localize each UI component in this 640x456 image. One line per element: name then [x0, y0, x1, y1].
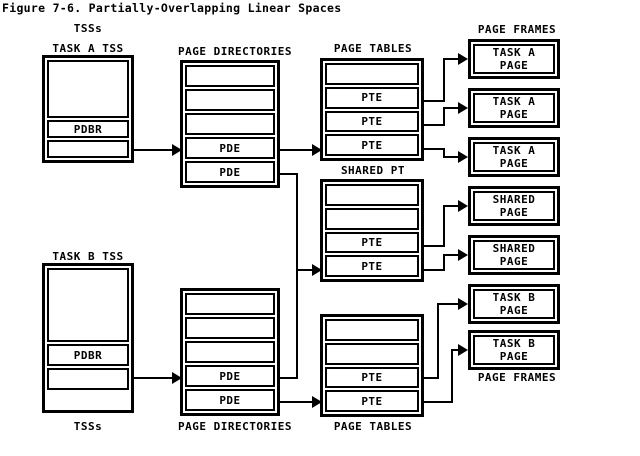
- ptb-cell-pte: PTE: [325, 366, 419, 389]
- shared-page-table-box: PTE PTE: [320, 179, 424, 282]
- pt-cell-pte: PTE: [325, 134, 419, 156]
- page-directory-a-box: PDE PDE: [180, 60, 280, 188]
- page-frame-task-a-3: TASK A PAGE: [468, 137, 560, 177]
- label-page-frames-bottom: PAGE FRAMES: [477, 371, 557, 384]
- wire-pde-a2-to-shared-pt: [280, 173, 322, 276]
- pd-cell-empty: [185, 65, 275, 87]
- pt-cell-empty: [325, 63, 419, 85]
- frame-line-1: TASK B: [492, 291, 536, 304]
- label-tss-bottom: TSSs: [73, 420, 103, 433]
- frame-line-1: TASK B: [492, 337, 536, 350]
- label-page-frames-top: PAGE FRAMES: [477, 23, 557, 36]
- tss-cell-empty: [47, 368, 129, 390]
- frame-line-2: PAGE: [499, 304, 529, 317]
- pd-cell-pde: PDE: [185, 389, 275, 411]
- frame-line-1: TASK A: [492, 95, 536, 108]
- wire-pte-a1-to-frame-1: [424, 53, 468, 102]
- spt-cell-empty: [325, 207, 419, 230]
- pd-cell-empty: [185, 317, 275, 339]
- tss-cell-empty: [47, 60, 129, 119]
- label-task-a-tss: TASK A TSS: [52, 42, 124, 55]
- wire-pde-b1-to-shared-pt: [280, 270, 298, 379]
- frame-line-2: PAGE: [499, 157, 529, 170]
- label-page-directories-bottom: PAGE DIRECTORIES: [178, 420, 292, 433]
- frame-line-1: SHARED: [492, 193, 536, 206]
- pd-cell-pde: PDE: [185, 365, 275, 387]
- label-page-tables-top: PAGE TABLES: [333, 42, 413, 55]
- wire-pdbr-a-to-pd-a: [134, 144, 182, 156]
- tss-cell-empty: [47, 140, 129, 158]
- spt-cell-pte: PTE: [325, 231, 419, 254]
- spt-cell-empty: [325, 184, 419, 206]
- tss-cell-pdbr: PDBR: [47, 120, 129, 139]
- wire-pteb-1-to-frame-task-b-1: [424, 298, 468, 379]
- wire-pte-a3-to-frame-3: [424, 148, 468, 163]
- label-tss-top: TSSs: [73, 22, 103, 35]
- task-a-tss-box: PDBR: [42, 55, 134, 163]
- pd-cell-empty: [185, 113, 275, 135]
- ptb-cell-pte: PTE: [325, 390, 419, 412]
- page-frame-shared-1: SHARED PAGE: [468, 186, 560, 226]
- pd-cell-pde: PDE: [185, 137, 275, 159]
- page-frame-task-b-2: TASK B PAGE: [468, 330, 560, 370]
- wire-pdbr-b-to-pd-b: [134, 372, 182, 384]
- ptb-cell-empty: [325, 319, 419, 341]
- frame-line-2: PAGE: [499, 59, 529, 72]
- label-shared-pt: SHARED PT: [340, 164, 406, 177]
- label-task-b-tss: TASK B TSS: [52, 250, 124, 263]
- tss-cell-pdbr: PDBR: [47, 344, 129, 366]
- page-frame-task-b-1: TASK B PAGE: [468, 284, 560, 324]
- wire-pde-b2-to-pt-b: [280, 396, 322, 408]
- figure-title: Figure 7-6. Partially-Overlapping Linear…: [2, 1, 342, 15]
- wire-spte-1-to-shared-frame-1: [424, 200, 468, 247]
- page-frame-task-a-1: TASK A PAGE: [468, 39, 560, 79]
- wire-pte-a2-to-frame-2: [424, 102, 468, 126]
- pd-cell-pde: PDE: [185, 161, 275, 183]
- tss-cell-empty: [47, 268, 129, 342]
- frame-line-2: PAGE: [499, 350, 529, 363]
- frame-line-1: TASK A: [492, 144, 536, 157]
- wire-spte-2-to-shared-frame-2: [424, 249, 468, 271]
- label-page-directories-top: PAGE DIRECTORIES: [178, 45, 292, 58]
- spt-cell-pte: PTE: [325, 255, 419, 277]
- page-frame-shared-2: SHARED PAGE: [468, 235, 560, 275]
- frame-line-2: PAGE: [499, 108, 529, 121]
- pt-cell-pte: PTE: [325, 86, 419, 109]
- page-directory-b-box: PDE PDE: [180, 288, 280, 416]
- page-table-a-box: PTE PTE PTE: [320, 58, 424, 161]
- pd-cell-empty: [185, 341, 275, 363]
- page-frame-task-a-2: TASK A PAGE: [468, 88, 560, 128]
- pd-cell-empty: [185, 293, 275, 315]
- page-table-b-box: PTE PTE: [320, 314, 424, 417]
- frame-line-2: PAGE: [499, 206, 529, 219]
- pd-cell-empty: [185, 89, 275, 111]
- task-b-tss-box: PDBR: [42, 263, 134, 413]
- frame-line-2: PAGE: [499, 255, 529, 268]
- frame-line-1: TASK A: [492, 46, 536, 59]
- ptb-cell-empty: [325, 342, 419, 365]
- label-page-tables-bottom: PAGE TABLES: [333, 420, 413, 433]
- frame-line-1: SHARED: [492, 242, 536, 255]
- wire-pde-a1-to-pt-a: [280, 144, 322, 156]
- pt-cell-pte: PTE: [325, 110, 419, 133]
